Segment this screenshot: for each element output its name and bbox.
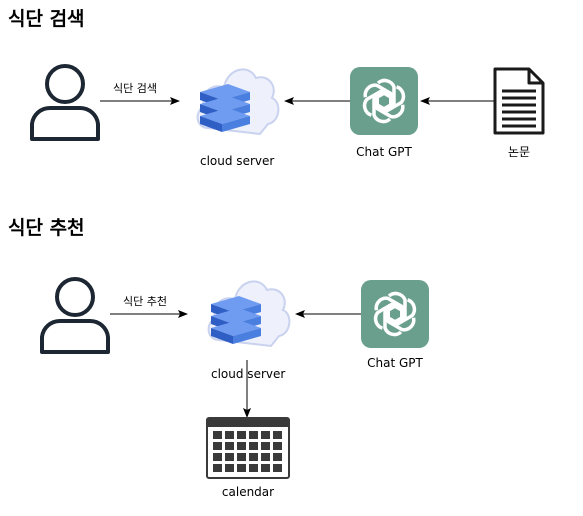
section-title-recommend: 식단 추천 (8, 217, 85, 239)
arrow-paper-to-gpt (420, 97, 494, 105)
server-label: cloud server (211, 367, 286, 381)
arrow-user-to-server (100, 97, 180, 105)
cloud-server-icon (196, 68, 280, 136)
user-icon (40, 277, 110, 354)
arrow-user-to-server (110, 310, 188, 318)
user-icon (30, 64, 100, 141)
cloud-server-icon (207, 280, 291, 348)
edge-label-search: 식단 검색 (113, 82, 157, 95)
chatgpt-icon (361, 280, 429, 348)
chatgpt-icon (350, 67, 418, 135)
calendar-icon (206, 417, 290, 479)
server-label: cloud server (200, 154, 275, 168)
paper-label: 논문 (507, 145, 531, 159)
gpt-label: Chat GPT (356, 145, 412, 159)
arrow-server-to-calendar (243, 360, 251, 418)
arrow-gpt-to-server (284, 97, 350, 105)
arrow-gpt-to-server (295, 310, 361, 318)
document-icon (493, 67, 545, 135)
section-title-search: 식단 검색 (8, 8, 85, 30)
gpt-label: Chat GPT (367, 356, 423, 370)
calendar-label: calendar (221, 485, 275, 499)
edge-label-recommend: 식단 추천 (123, 295, 167, 308)
